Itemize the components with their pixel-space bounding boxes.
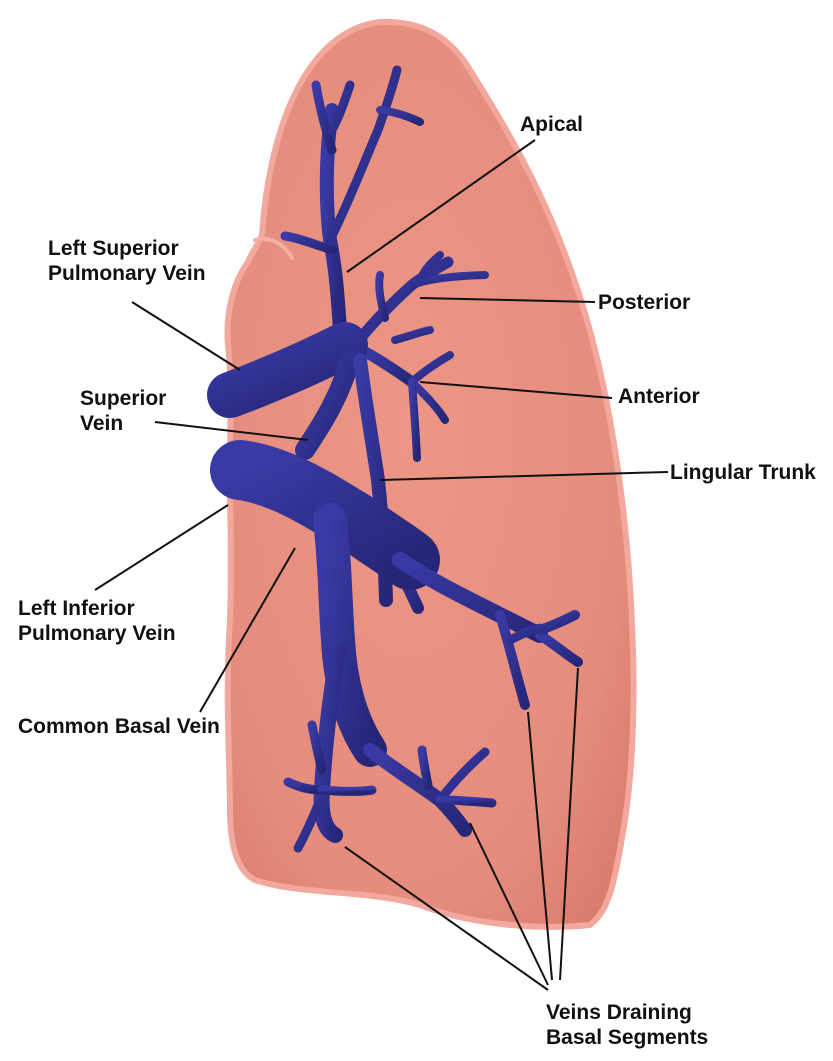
anterior-twig-c <box>412 382 417 458</box>
label-left-superior-pulmonary-vein-line1: Left Superior <box>48 236 206 261</box>
basal-twig-mid-c <box>422 750 428 785</box>
label-left-inferior-pulmonary-vein-line2: Pulmonary Vein <box>18 621 176 646</box>
label-left-inferior-pulmonary-vein: Left Inferior Pulmonary Vein <box>18 596 176 646</box>
label-superior-vein-line2: Vein <box>80 411 166 436</box>
label-veins-draining-basal-segments-line2: Basal Segments <box>546 1025 708 1050</box>
leader-left-superior-pulmonary-vein <box>132 302 240 370</box>
label-superior-vein-line1: Superior <box>80 386 166 411</box>
label-lingular-trunk: Lingular Trunk <box>670 460 816 485</box>
label-anterior: Anterior <box>618 384 700 409</box>
label-left-superior-pulmonary-vein: Left Superior Pulmonary Vein <box>48 236 206 286</box>
label-superior-vein: Superior Vein <box>80 386 166 436</box>
label-posterior: Posterior <box>598 290 690 315</box>
label-veins-draining-basal-segments: Veins Draining Basal Segments <box>546 1000 708 1050</box>
leader-left-inferior-pulmonary-vein <box>95 505 228 590</box>
basal-twig-left-b <box>322 790 372 792</box>
label-veins-draining-basal-segments-line1: Veins Draining <box>546 1000 708 1025</box>
basal-twig-mid-b <box>440 800 492 803</box>
label-apical: Apical <box>520 112 583 137</box>
label-left-superior-pulmonary-vein-line2: Pulmonary Vein <box>48 261 206 286</box>
label-common-basal-vein: Common Basal Vein <box>18 714 220 739</box>
label-left-inferior-pulmonary-vein-line1: Left Inferior <box>18 596 176 621</box>
